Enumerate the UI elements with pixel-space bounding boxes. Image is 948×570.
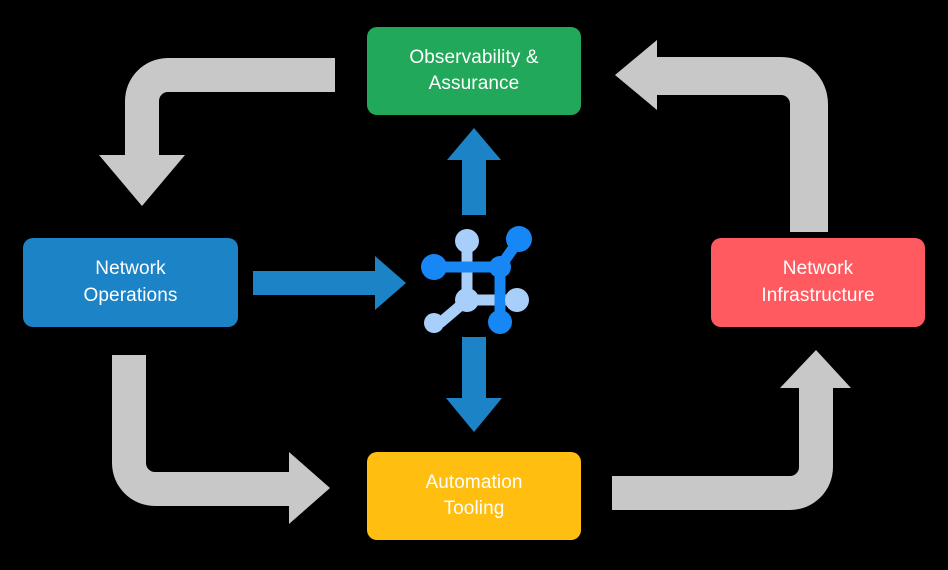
direct-arrow-operations-to-center	[253, 256, 406, 310]
node-label-network-operations-line2: Operations	[83, 284, 178, 306]
node-label-automation-tooling-line1: Automation	[425, 471, 523, 493]
node-box-observability-assurance[interactable]: Observability & Assurance	[367, 27, 581, 115]
node-label-automation-tooling: Automation Tooling	[425, 470, 522, 522]
network-icon-nodes	[421, 226, 532, 334]
direct-arrow-center-to-observability	[447, 128, 501, 215]
node-label-automation-tooling-line2: Tooling	[443, 498, 505, 519]
node-box-network-operations[interactable]: Network Operations	[23, 238, 238, 327]
node-label-network-infrastructure-line1: Network	[782, 258, 854, 280]
loop-arrow-operations-to-automation	[112, 355, 330, 524]
node-label-network-operations-line1: Network	[95, 258, 166, 280]
node-label-observability-line2: Assurance	[428, 73, 520, 94]
loop-arrow-observability-to-operations	[99, 58, 335, 206]
direct-arrow-center-to-automation	[446, 337, 502, 432]
network-icon-links	[434, 236, 524, 328]
node-box-automation-tooling[interactable]: Automation Tooling	[367, 452, 581, 540]
node-label-observability-line1: Observability &	[409, 46, 539, 68]
node-label-network-infrastructure: Network Infrastructure	[761, 256, 874, 308]
node-box-network-infrastructure[interactable]: Network Infrastructure	[711, 238, 925, 327]
node-label-observability: Observability & Assurance	[409, 45, 538, 97]
node-label-network-operations: Network Operations	[84, 256, 178, 308]
loop-arrow-infrastructure-to-observability	[615, 40, 828, 232]
loop-arrow-automation-to-infrastructure	[612, 350, 851, 510]
node-label-network-infrastructure-line2: Infrastructure	[761, 284, 875, 306]
